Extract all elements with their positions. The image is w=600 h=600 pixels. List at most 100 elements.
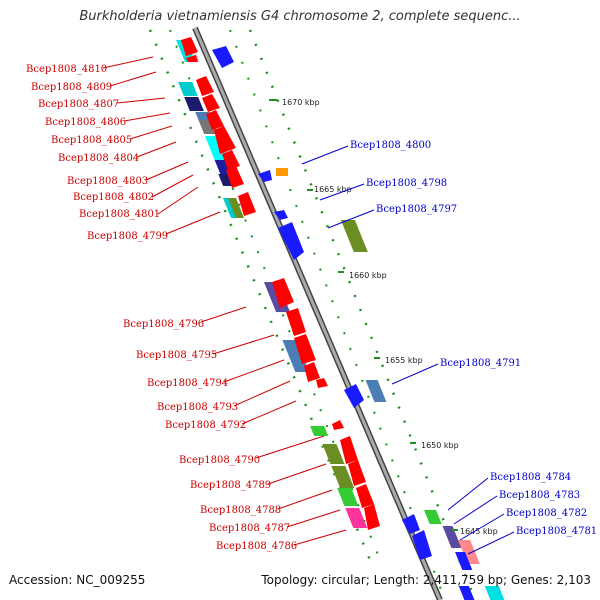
gene-label[interactable]: Bcep1808_4795 [136, 350, 217, 361]
gene-arrow[interactable] [214, 126, 236, 154]
gene-label[interactable]: Bcep1808_4801 [79, 209, 160, 220]
gene-arrow[interactable] [402, 514, 420, 534]
gene-arrow[interactable] [274, 210, 288, 220]
gene-arrow[interactable] [286, 308, 306, 336]
gene-box[interactable] [184, 97, 204, 111]
gene-box[interactable] [458, 586, 475, 600]
gene-arrow[interactable] [344, 384, 364, 408]
gene-label[interactable]: Bcep1808_4789 [190, 480, 271, 491]
gene-label[interactable]: Bcep1808_4803 [67, 176, 148, 187]
gene-label[interactable]: Bcep1808_4788 [200, 505, 281, 516]
gene-box[interactable] [322, 444, 345, 464]
gene-label[interactable]: Bcep1808_4809 [31, 82, 112, 93]
gene-arrow[interactable] [348, 460, 366, 486]
gene-arrow[interactable] [226, 166, 244, 188]
gene-label[interactable]: Bcep1808_4786 [216, 541, 297, 552]
label-leader [200, 306, 247, 323]
scale-label: 1665 kbp [314, 185, 352, 194]
gene-label[interactable]: Bcep1808_4802 [73, 192, 154, 203]
gene-label[interactable]: Bcep1808_4784 [490, 472, 571, 483]
gene-label[interactable]: Bcep1808_4791 [440, 358, 521, 369]
label-leader [233, 380, 291, 407]
gene-box[interactable] [222, 198, 238, 218]
label-leader [241, 400, 297, 425]
label-leader [145, 161, 189, 181]
gene-arrows-reverse [212, 46, 505, 600]
gene-label[interactable]: Bcep1808_4787 [209, 523, 290, 534]
gene-box[interactable] [442, 526, 462, 548]
gene-box[interactable] [276, 168, 288, 176]
label-leader [129, 125, 173, 140]
gene-arrow[interactable] [412, 530, 432, 560]
scale-label: 1670 kbp [282, 98, 320, 107]
gene-arrow[interactable] [332, 420, 344, 430]
gene-box[interactable] [178, 82, 198, 96]
gene-label[interactable]: Bcep1808_4792 [165, 420, 246, 431]
gene-label[interactable]: Bcep1808_4798 [366, 178, 447, 189]
gene-arrow[interactable] [340, 436, 358, 464]
gene-arrow[interactable] [202, 94, 220, 112]
label-leader [123, 112, 171, 122]
gene-arrow[interactable] [238, 192, 256, 216]
gene-box[interactable] [365, 380, 387, 402]
gene-label[interactable]: Bcep1808_4806 [45, 117, 126, 128]
gene-arrow[interactable] [278, 222, 304, 260]
gene-label[interactable]: Bcep1808_4781 [516, 526, 597, 537]
gene-arrow[interactable] [304, 362, 320, 382]
label-leader [467, 531, 515, 555]
gene-label[interactable]: Bcep1808_4793 [157, 402, 238, 413]
gene-label[interactable]: Bcep1808_4805 [51, 135, 132, 146]
gene-label[interactable]: Bcep1808_4790 [179, 455, 260, 466]
genome-backbone [193, 27, 442, 600]
scale-label: 1645 kbp [460, 527, 498, 536]
gene-box[interactable] [310, 426, 329, 436]
gene-box[interactable] [424, 510, 442, 524]
label-leader [116, 97, 166, 104]
gene-arrow[interactable] [181, 37, 198, 56]
gene-arrow[interactable] [272, 278, 294, 308]
map-title: Burkholderia vietnamiensis G4 chromosome… [79, 9, 521, 24]
label-leader [212, 334, 275, 355]
gene-arrow[interactable] [206, 110, 224, 130]
gene-arrows-forward [181, 37, 380, 530]
gene-box[interactable] [458, 540, 480, 564]
label-leader [391, 363, 439, 385]
gene-arrow[interactable] [196, 76, 214, 96]
scale-label: 1655 kbp [385, 356, 423, 365]
gene-label[interactable]: Bcep1808_4782 [506, 508, 587, 519]
label-leader [151, 174, 194, 198]
gene-arrow[interactable] [364, 504, 380, 530]
label-leader [459, 513, 505, 541]
gene-label[interactable]: Bcep1808_4800 [350, 140, 431, 151]
gene-box[interactable] [331, 466, 355, 488]
gene-box[interactable] [340, 220, 368, 252]
gene-labels-right: Bcep1808_4800 Bcep1808_4798 Bcep1808_479… [301, 140, 597, 555]
gene-box[interactable] [455, 552, 473, 570]
gene-label[interactable]: Bcep1808_4804 [58, 153, 139, 164]
gene-arrow[interactable] [316, 378, 328, 388]
gene-arrow[interactable] [186, 55, 198, 62]
gene-box[interactable] [337, 488, 359, 506]
label-leader [293, 529, 347, 546]
gene-arrow[interactable] [258, 170, 272, 182]
label-leader [277, 489, 333, 510]
gene-box[interactable] [345, 508, 368, 528]
gene-box[interactable] [227, 198, 245, 218]
gene-label[interactable]: Bcep1808_4810 [26, 64, 107, 75]
gene-arrow[interactable] [222, 150, 240, 170]
gene-arrow[interactable] [294, 334, 316, 364]
gene-box[interactable] [282, 340, 310, 372]
gene-label[interactable]: Bcep1808_4807 [38, 99, 119, 110]
gene-label[interactable]: Bcep1808_4783 [499, 490, 580, 501]
gene-arrow[interactable] [212, 46, 234, 68]
label-leader [447, 477, 489, 511]
gene-arrow[interactable] [356, 484, 374, 508]
gene-box[interactable] [484, 586, 505, 600]
gene-label[interactable]: Bcep1808_4796 [123, 319, 204, 330]
gene-label[interactable]: Bcep1808_4794 [147, 378, 228, 389]
label-leader [319, 183, 365, 201]
gene-label[interactable]: Bcep1808_4799 [87, 231, 168, 242]
gene-label[interactable]: Bcep1808_4797 [376, 204, 457, 215]
